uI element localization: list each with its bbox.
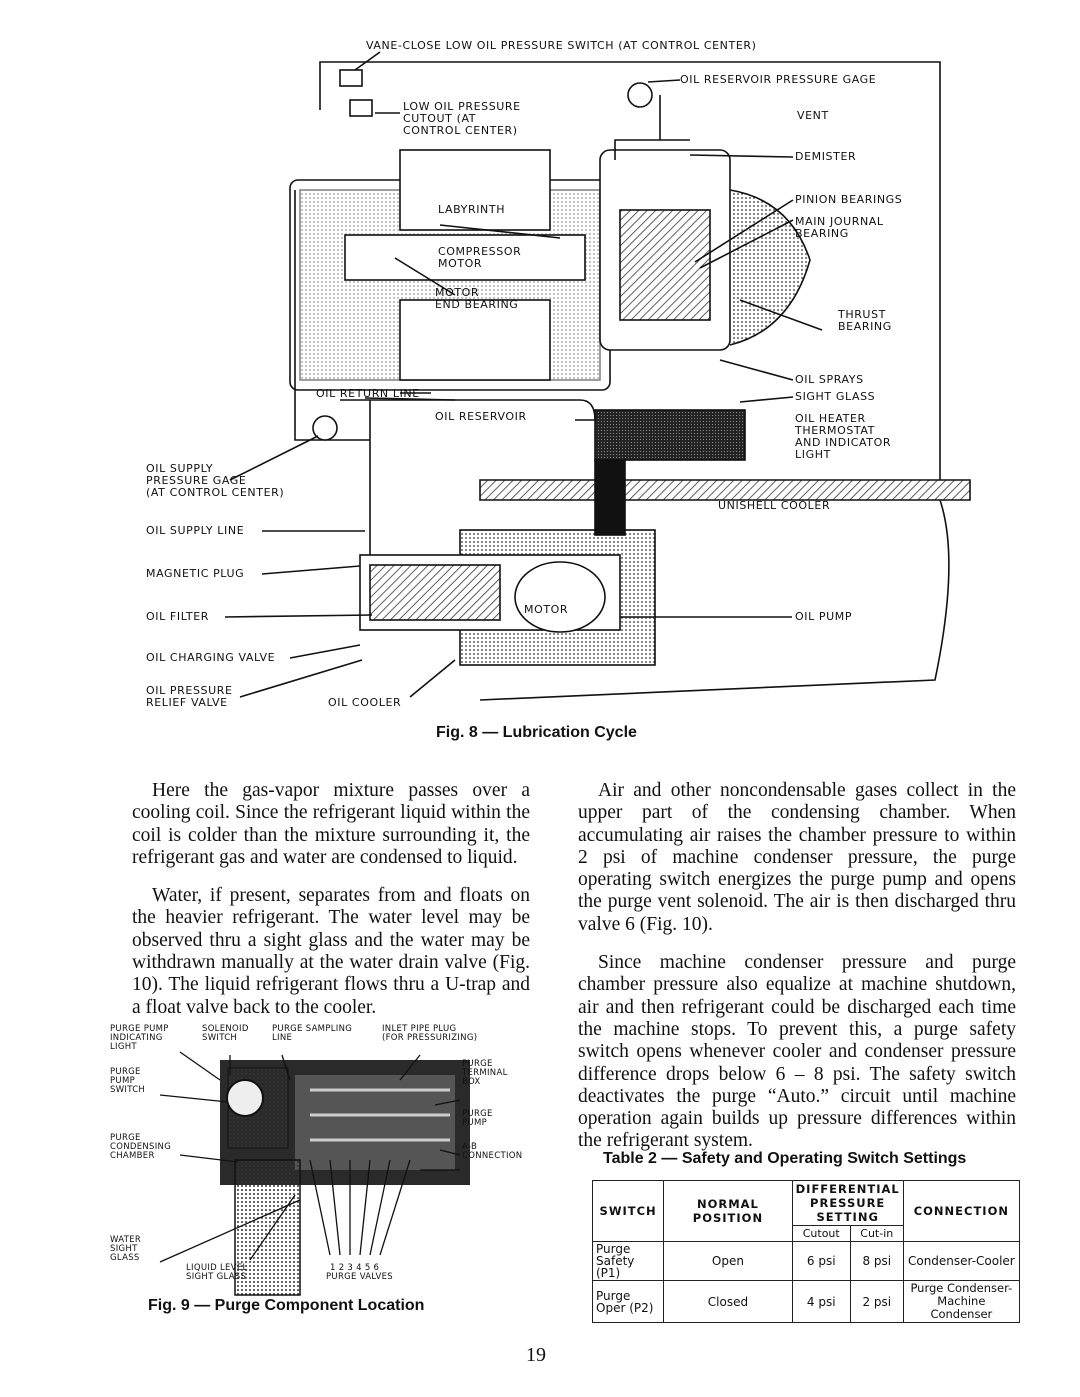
table-2-caption: Table 2 — Safety and Operating Switch Se… <box>603 1150 967 1167</box>
label-purge-pump: PURGE PUMP <box>462 1109 493 1128</box>
label-water-sight-glass: WATER SIGHT GLASS <box>110 1235 142 1263</box>
label-oil-pressure-relief-valve: OIL PRESSURE RELIEF VALVE <box>146 684 233 709</box>
header-switch: SWITCH <box>591 1180 665 1242</box>
label-labyrinth: LABYRINTH <box>438 203 506 216</box>
cell-position: Closed <box>663 1280 793 1323</box>
label-motor: MOTOR <box>524 603 569 616</box>
label-oil-filter: OIL FILTER <box>146 610 210 623</box>
cell-connection: Purge Condenser- Machine Condenser <box>902 1280 1021 1323</box>
label-oil-reservoir-pressure-gage: OIL RESERVOIR PRESSURE GAGE <box>680 73 877 86</box>
figure-8-caption: Fig. 8 — Lubrication Cycle <box>436 724 637 741</box>
label-main-journal-bearing: MAIN JOURNAL BEARING <box>795 215 884 240</box>
cell-cutin: 2 psi <box>849 1280 904 1323</box>
right-paragraph-1: Air and other noncondensable gases colle… <box>578 780 1016 935</box>
figure-9-caption: Fig. 9 — Purge Component Location <box>148 1297 425 1314</box>
header-cutin: Cut-in <box>849 1225 904 1242</box>
label-purge-terminal-box: PURGE TERMINAL BOX <box>462 1059 508 1087</box>
label-thrust-bearing: THRUST BEARING <box>838 308 892 333</box>
label-pinion-bearings: PINION BEARINGS <box>795 193 903 206</box>
left-paragraph-1: Here the gas-vapor mixture passes over a… <box>132 780 530 868</box>
cell-cutin: 8 psi <box>849 1241 904 1281</box>
header-normal-position: NORMAL POSITION <box>663 1180 793 1242</box>
label-compressor-motor: COMPRESSOR MOTOR <box>438 245 522 270</box>
cell-position: Open <box>663 1241 793 1281</box>
label-purge-pump-switch: PURGE PUMP SWITCH <box>110 1067 146 1095</box>
right-column-text: Air and other noncondensable gases colle… <box>578 780 1016 1169</box>
label-oil-sprays: OIL SPRAYS <box>795 373 864 386</box>
label-oil-return-line: OIL RETURN LINE <box>316 387 420 400</box>
label-ab-connection: A-B CONNECTION <box>462 1142 523 1161</box>
label-purge-sampling-line: PURGE SAMPLING LINE <box>272 1024 353 1043</box>
label-vane-close-switch: VANE-CLOSE LOW OIL PRESSURE SWITCH (AT C… <box>366 39 757 52</box>
label-low-oil-pressure-cutout: LOW OIL PRESSURE CUTOUT (AT CONTROL CENT… <box>403 100 521 137</box>
header-connection: CONNECTION <box>902 1180 1021 1242</box>
label-liquid-level-sight-glass: LIQUID LEVEL SIGHT GLASS <box>186 1263 248 1282</box>
cell-cutout: 4 psi <box>791 1280 851 1323</box>
lubrication-cycle-diagram <box>224 51 971 701</box>
cell-cutout: 6 psi <box>791 1241 851 1281</box>
left-paragraph-2: Water, if present, separates from and fl… <box>132 885 530 1018</box>
label-vent: VENT <box>797 109 829 122</box>
label-oil-supply-pressure-gage: OIL SUPPLY PRESSURE GAGE (AT CONTROL CEN… <box>146 462 285 499</box>
label-oil-heater: OIL HEATER THERMOSTAT AND INDICATOR LIGH… <box>795 412 892 461</box>
cell-connection: Condenser-Cooler <box>902 1241 1021 1281</box>
label-purge-pump-indicating-light: PURGE PUMP INDICATING LIGHT <box>110 1024 169 1052</box>
label-purge-valves: PURGE VALVES <box>326 1272 393 1282</box>
label-magnetic-plug: MAGNETIC PLUG <box>146 567 245 580</box>
label-unishell-cooler: UNISHELL COOLER <box>718 499 831 512</box>
label-purge-condensing-chamber: PURGE CONDENSING CHAMBER <box>110 1133 172 1161</box>
label-sight-glass: SIGHT GLASS <box>795 390 876 403</box>
label-oil-supply-line: OIL SUPPLY LINE <box>146 524 245 537</box>
left-column-text: Here the gas-vapor mixture passes over a… <box>132 780 530 1035</box>
switch-settings-table: SWITCH NORMAL POSITION DIFFERENTIAL PRES… <box>591 1180 1021 1323</box>
label-oil-cooler: OIL COOLER <box>328 696 402 709</box>
label-demister: DEMISTER <box>795 150 857 163</box>
header-cutout: Cutout <box>791 1225 851 1242</box>
label-inlet-pipe-plug: INLET PIPE PLUG (FOR PRESSURIZING) <box>382 1024 478 1043</box>
label-oil-pump: OIL PUMP <box>795 610 853 623</box>
label-oil-reservoir: OIL RESERVOIR <box>435 410 527 423</box>
label-oil-charging-valve: OIL CHARGING VALVE <box>146 651 276 664</box>
label-purge-valve-numbers: 1 2 3 4 5 6 <box>330 1263 380 1273</box>
purge-component-photo <box>159 1051 470 1296</box>
page-number: 19 <box>526 1344 546 1366</box>
label-motor-end-bearing: MOTOR END BEARING <box>435 286 519 311</box>
right-paragraph-2: Since machine condenser pressure and pur… <box>578 952 1016 1152</box>
header-differential-pressure-setting: DIFFERENTIAL PRESSURE SETTING <box>791 1180 904 1226</box>
label-solenoid-switch: SOLENOID SWITCH <box>202 1024 249 1043</box>
